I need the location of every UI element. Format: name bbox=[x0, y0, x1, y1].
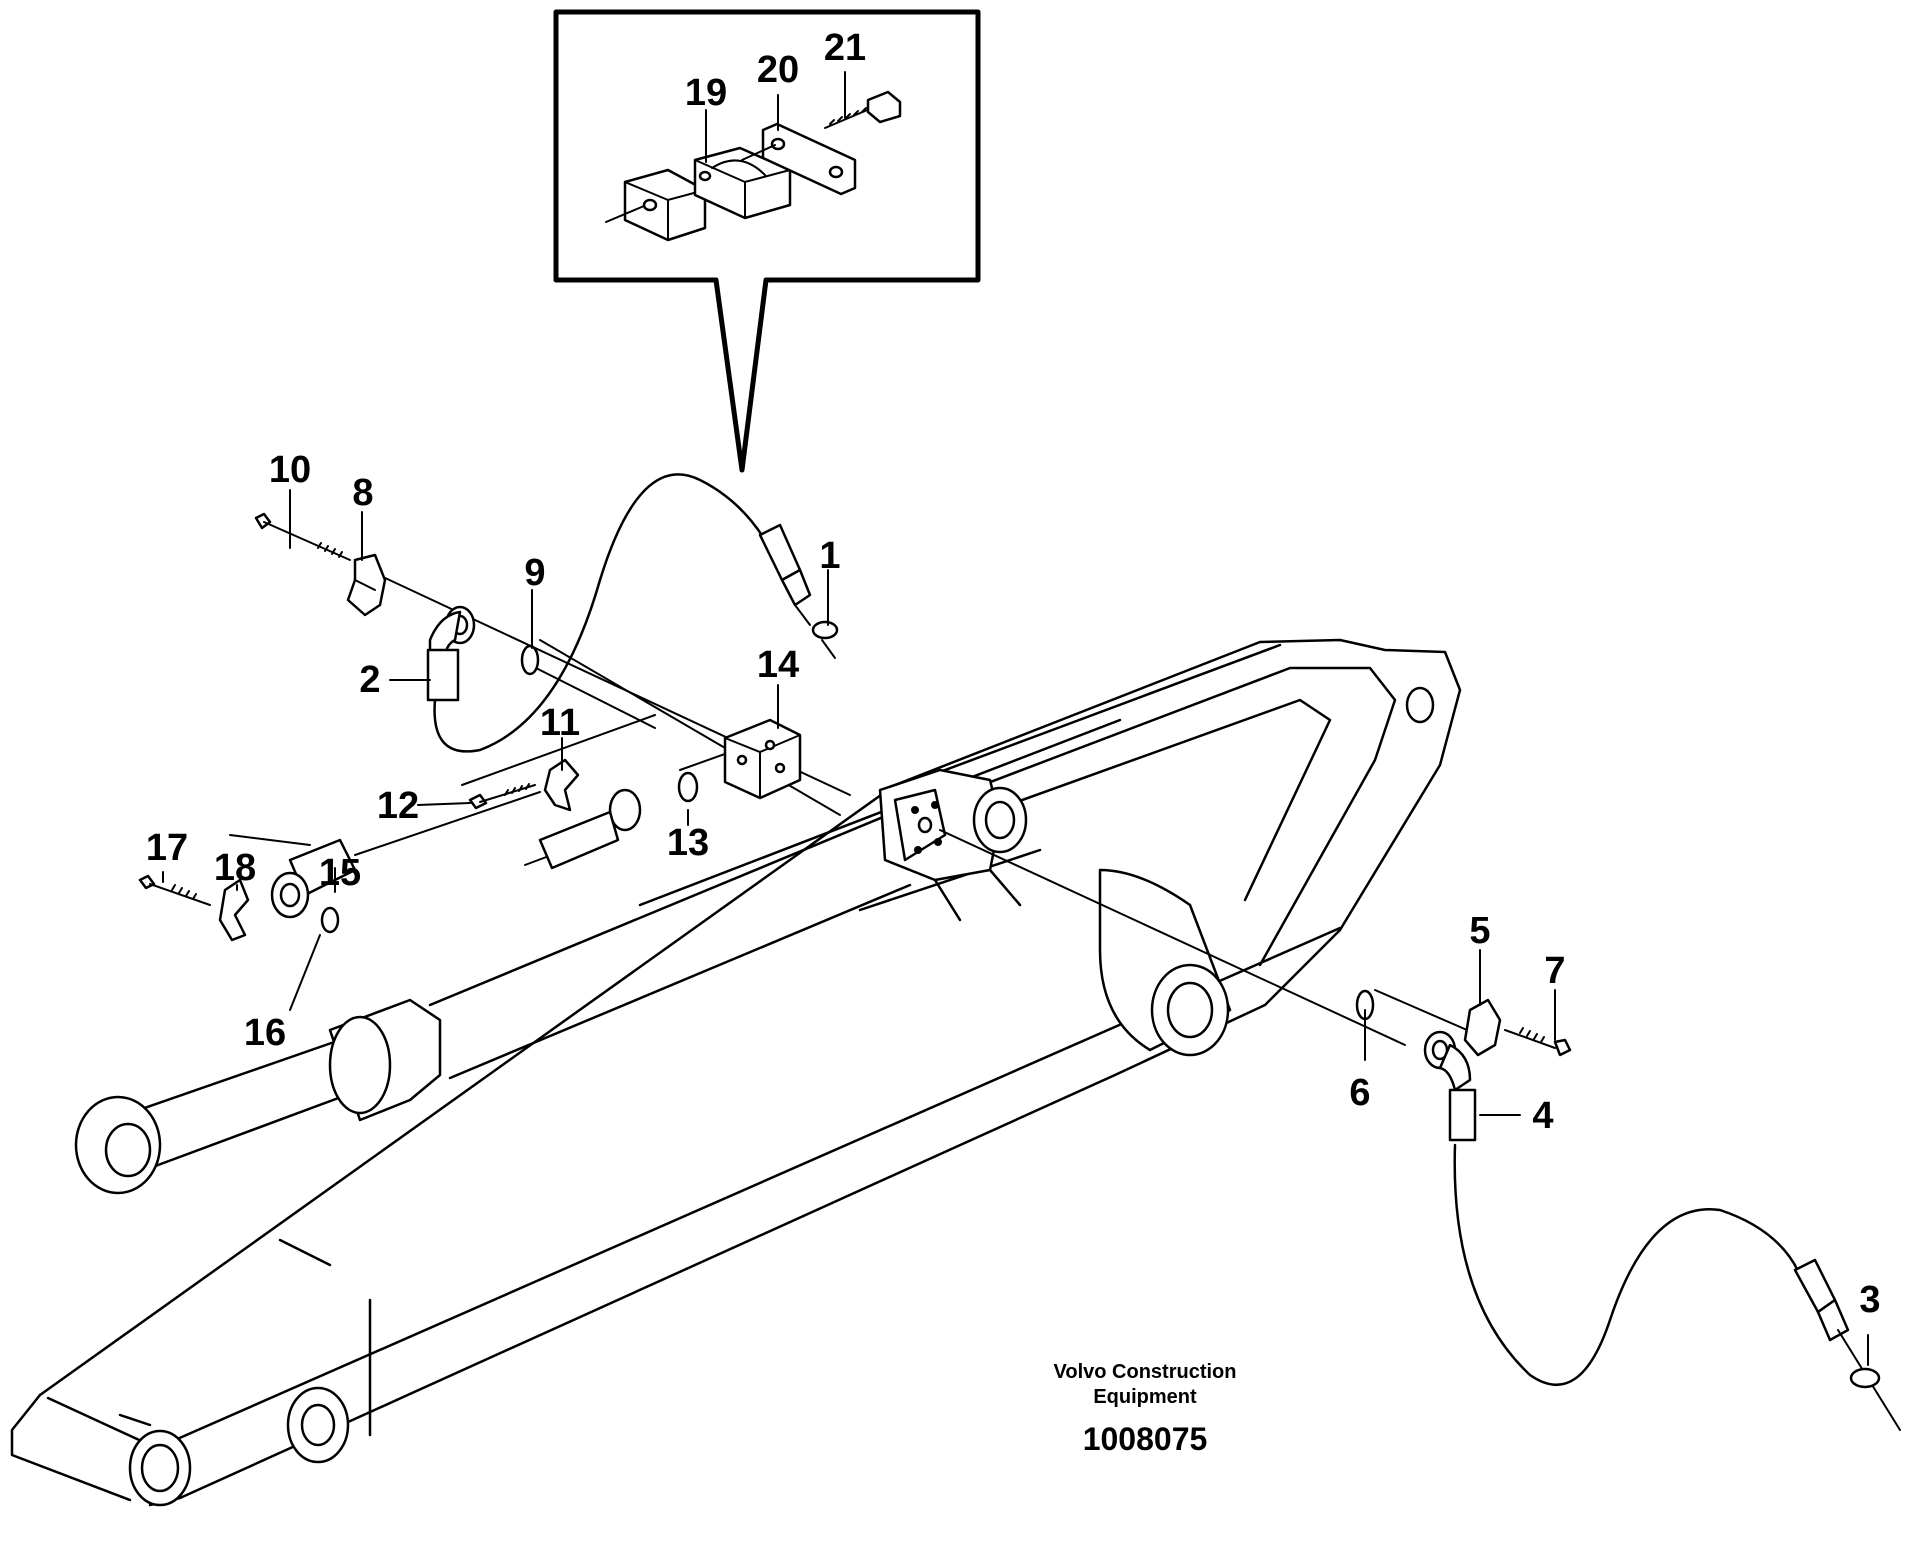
callout-21: 21 bbox=[824, 27, 866, 69]
callout-4: 4 bbox=[1532, 1095, 1553, 1137]
callout-6: 6 bbox=[1349, 1072, 1370, 1114]
callout-2: 2 bbox=[359, 659, 380, 701]
callout-labels: 1 2 3 4 5 6 7 8 9 10 11 12 13 14 15 16 1… bbox=[146, 27, 1881, 1321]
credit-line-2: Equipment bbox=[1093, 1386, 1197, 1408]
drawing-number: 1008075 bbox=[1083, 1421, 1208, 1457]
callout-18: 18 bbox=[214, 847, 256, 889]
callout-16: 16 bbox=[244, 1012, 286, 1054]
boom bbox=[10, 638, 1462, 1507]
callout-19: 19 bbox=[685, 72, 727, 114]
callout-12: 12 bbox=[377, 785, 419, 827]
callout-15: 15 bbox=[319, 852, 361, 894]
hose-assembly-lower bbox=[939, 829, 1901, 1431]
callout-8: 8 bbox=[352, 472, 373, 514]
callout-13: 13 bbox=[667, 822, 709, 864]
hose-assembly bbox=[138, 473, 851, 942]
callout-7: 7 bbox=[1544, 950, 1565, 992]
callout-10: 10 bbox=[269, 449, 311, 491]
callout-17: 17 bbox=[146, 827, 188, 869]
credit-line-1: Volvo Construction bbox=[1054, 1361, 1237, 1383]
callout-11: 11 bbox=[540, 702, 580, 744]
callout-1: 1 bbox=[819, 535, 840, 577]
callout-20: 20 bbox=[757, 49, 799, 91]
callout-9: 9 bbox=[524, 552, 545, 594]
title-block: Volvo Construction Equipment 1008075 bbox=[1054, 1361, 1237, 1457]
hydraulic-cylinder bbox=[74, 768, 1028, 1195]
callout-5: 5 bbox=[1469, 910, 1490, 952]
callout-3: 3 bbox=[1859, 1279, 1880, 1321]
leader-lines bbox=[162, 489, 1869, 1366]
callout-14: 14 bbox=[757, 644, 799, 686]
inset-detail bbox=[553, 9, 981, 473]
